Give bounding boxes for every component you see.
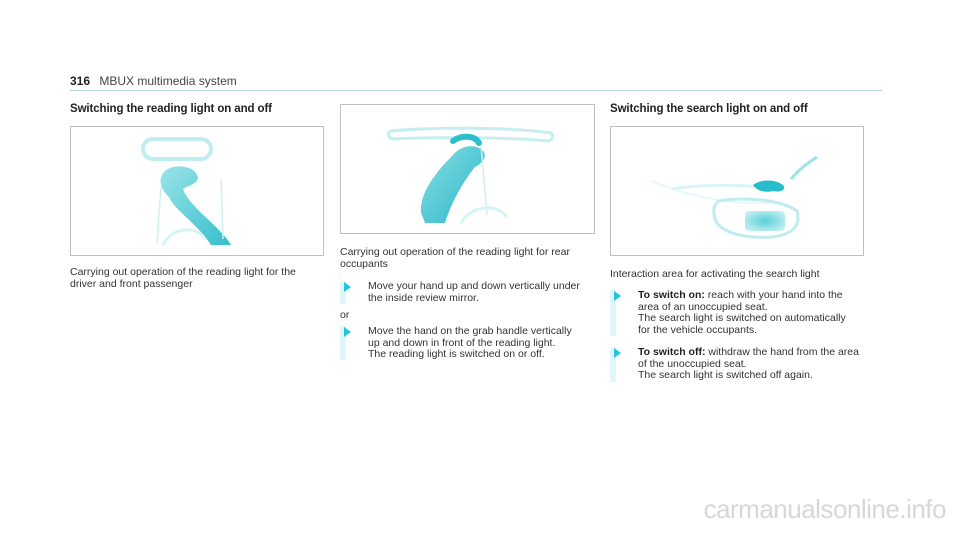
page-number: 316 — [70, 74, 91, 88]
step-switch-on: To switch on: reach with your hand into … — [610, 289, 878, 336]
step-switch-off: To switch off: withdraw the hand from th… — [610, 346, 878, 382]
step-text: To switch off: withdraw the hand from th… — [626, 346, 878, 382]
switch-off-label: To switch off: — [638, 346, 706, 358]
header-rule — [70, 90, 882, 91]
caption-front-reading-light: Carrying out operation of the reading li… — [70, 266, 296, 290]
light-cone-lines — [156, 178, 224, 244]
hand-shape — [420, 146, 485, 223]
rear-reading-light-illustration — [386, 126, 555, 224]
dashboard-line-lower — [650, 180, 772, 205]
switch-off-text: withdraw the hand from the area of the u… — [638, 346, 859, 381]
step-text: Move the hand on the grab handle vertica… — [368, 325, 572, 360]
step-text: To switch on: reach with your hand into … — [626, 289, 878, 336]
or-separator: or — [340, 309, 350, 321]
figure-rear-reading-light — [340, 104, 595, 234]
hand-shape — [160, 166, 231, 245]
search-light-heading: Switching the search light on and off — [610, 103, 808, 115]
grab-handle-shape — [386, 126, 555, 143]
figure-search-light — [610, 126, 864, 256]
step-move-hand-mirror: Move your hand up and down vertically un… — [340, 280, 606, 304]
light-cone-line — [480, 144, 488, 216]
mirror-shape — [141, 137, 213, 161]
switch-on-label: To switch on: — [638, 289, 705, 301]
seat-shape — [161, 228, 207, 246]
header-text: 316 MBUX multimedia system — [70, 74, 237, 88]
step-text: Move your hand up and down vertically un… — [368, 280, 580, 304]
caption-search-light: Interaction area for activating the sear… — [610, 268, 820, 280]
reading-light-heading: Switching the reading light on and off — [70, 103, 272, 115]
triangle-bullet-icon — [614, 348, 621, 358]
watermark: carmanualsonline.info — [703, 494, 947, 524]
search-light-illustration — [650, 155, 818, 239]
interaction-area — [745, 211, 785, 231]
seat-shape — [459, 206, 509, 224]
triangle-bullet-icon — [344, 282, 351, 292]
fingers-shape — [450, 133, 482, 146]
front-reading-light-illustration — [141, 137, 231, 246]
chapter-title: MBUX multimedia system — [99, 74, 237, 88]
figure-front-reading-light — [70, 126, 324, 256]
hand-shape — [753, 180, 785, 192]
step-move-hand-grab-handle: Move the hand on the grab handle vertica… — [340, 325, 606, 360]
triangle-bullet-icon — [344, 327, 351, 337]
caption-rear-reading-light: Carrying out operation of the reading li… — [340, 246, 570, 270]
seat-outline — [712, 197, 800, 239]
switch-on-text: reach with your hand into the area of an… — [638, 289, 846, 336]
triangle-bullet-icon — [614, 291, 621, 301]
windshield-pillar — [789, 155, 818, 180]
